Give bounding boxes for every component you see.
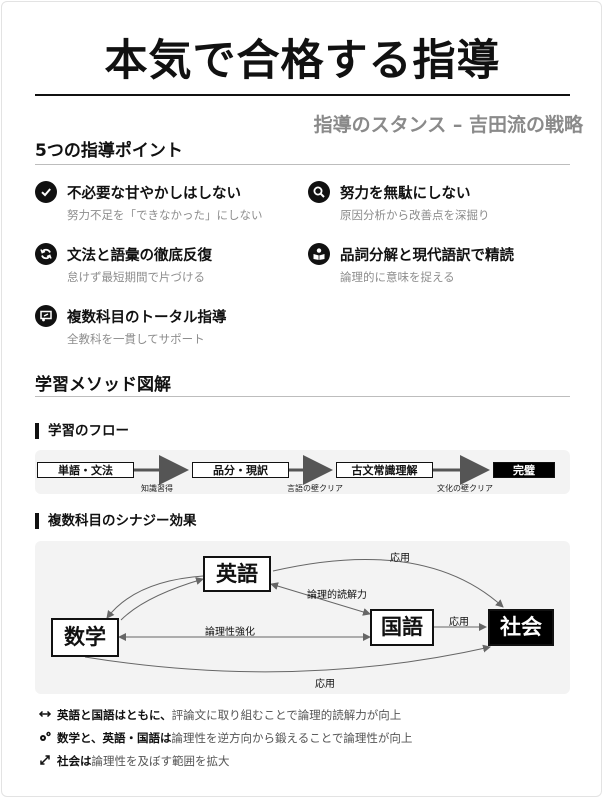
- edge-english-japanese: [270, 582, 371, 616]
- synergy-edges: [84, 558, 504, 673]
- synergy-heading: 複数科目のシナジー効果: [35, 513, 197, 529]
- point-title: 複数科目のトータル指導: [67, 310, 227, 326]
- point-item: 複数科目のトータル指導 全教科を一貫してサポート: [35, 305, 295, 351]
- point-item: 文法と語彙の徹底反復 怠けず最短期間で片づける: [35, 243, 295, 289]
- node-social: 社会: [488, 609, 554, 646]
- node-math: 数学: [51, 618, 119, 657]
- flow-note: 言語の壁クリア: [287, 484, 343, 493]
- note-bold: 社会は: [57, 754, 92, 768]
- flow-panel: 単語・文法 品分・現訳 古文常識理解 完璧 知識習得 言語の壁クリア 文化の壁ク…: [35, 450, 570, 494]
- gears-icon: [38, 730, 52, 744]
- note-bold: 数学と、英語・国語は: [57, 731, 172, 745]
- point-item: 努力を無駄にしない 原因分析から改善点を深掘り: [308, 181, 568, 227]
- node-japanese: 国語: [370, 609, 434, 646]
- synergy-panel: 英語 数学 国語 社会 応用 論理的読解力 論理性強化 応用 応用: [35, 541, 570, 694]
- point-desc: 全教科を一貫してサポート: [67, 332, 205, 346]
- point-title: 文法と語彙の徹底反復: [67, 248, 212, 264]
- point-title: 努力を無駄にしない: [340, 186, 471, 202]
- edge-english-math: [106, 575, 204, 619]
- board-icon: [35, 305, 57, 327]
- note-text: 論理性を及ぼす範囲を拡大: [91, 754, 230, 768]
- edge-label: 応用: [390, 553, 410, 564]
- note-text: 論理性を逆方向から鍛えることで論理性が向上: [171, 731, 413, 745]
- title-divider: [35, 94, 570, 96]
- edge-math-english: [120, 577, 204, 621]
- point-desc: 怠けず最短期間で片づける: [67, 270, 205, 284]
- edge-label: 論理的読解力: [307, 590, 367, 601]
- reader-icon: [308, 243, 330, 265]
- method-section-title: 学習メソッド図解: [35, 375, 171, 395]
- points-section-divider: [35, 164, 570, 165]
- note-bold: 英語と国語はともに、: [57, 708, 172, 722]
- note-text: 評論文に取り組むことで論理的読解力が向上: [171, 708, 402, 722]
- flow-arrows: [134, 455, 490, 485]
- point-title: 品詞分解と現代語訳で精読: [340, 248, 514, 264]
- edge-label: 論理性強化: [205, 627, 255, 638]
- point-item: 品詞分解と現代語訳で精読 論理的に意味を捉える: [308, 243, 568, 289]
- point-desc: 努力不足を「できなかった」にしない: [67, 208, 263, 222]
- flow-note: 文化の壁クリア: [437, 484, 493, 493]
- point-desc: 論理的に意味を捉える: [340, 270, 455, 284]
- page-subtitle: 指導のスタンス – 吉田流の戦略: [313, 114, 583, 136]
- flow-note: 知識習得: [141, 484, 173, 493]
- point-title: 不必要な甘やかしはしない: [67, 186, 241, 202]
- point-item: 不必要な甘やかしはしない 努力不足を「できなかった」にしない: [35, 181, 295, 227]
- edge-english-social: [272, 558, 504, 608]
- expand-icon: [38, 753, 52, 767]
- magnifier-icon: [308, 181, 330, 203]
- flow-step-final: 完璧: [493, 462, 555, 478]
- flow-step: 古文常識理解: [336, 462, 433, 478]
- node-english: 英語: [203, 556, 271, 592]
- double-arrow-icon: [38, 707, 52, 721]
- edge-label: 応用: [315, 679, 335, 690]
- flow-heading: 学習のフロー: [35, 423, 129, 439]
- edge-label: 応用: [449, 617, 469, 628]
- check-circle-icon: [35, 181, 57, 203]
- page-title: 本気で合格する指導: [104, 36, 501, 86]
- method-section-divider: [35, 396, 570, 397]
- point-desc: 原因分析から改善点を深掘り: [340, 208, 490, 222]
- flow-step: 単語・文法: [37, 462, 134, 478]
- flow-step: 品分・現訳: [192, 462, 289, 478]
- points-section-title: 5つの指導ポイント: [35, 141, 183, 161]
- refresh-icon: [35, 243, 57, 265]
- edge-math-social: [84, 644, 491, 673]
